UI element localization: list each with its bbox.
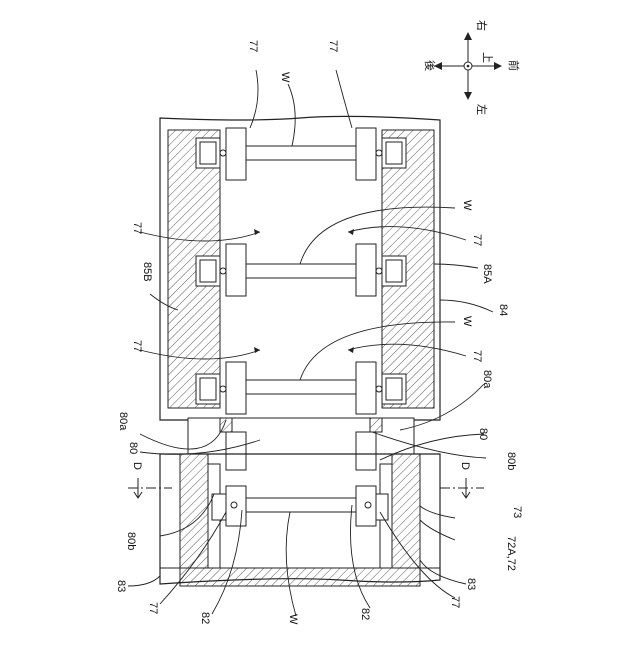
workpiece-assembly-1 — [196, 128, 406, 180]
label-80b: 80b — [505, 452, 517, 470]
compass-left-label: 左 — [475, 104, 488, 115]
label-W: W — [461, 200, 473, 211]
label-80a: 80a — [481, 370, 493, 389]
compass-right-label: 右 — [475, 20, 489, 31]
label-W: W — [279, 72, 291, 83]
label-85A: 85A — [481, 264, 493, 284]
label-83: 83 — [465, 578, 477, 590]
label-77: 77 — [471, 234, 483, 246]
label-83: 83 — [115, 580, 127, 592]
label-77: 77 — [471, 350, 483, 362]
label-77: 77 — [247, 40, 259, 52]
label-W: W — [287, 614, 299, 625]
label-82: 82 — [199, 612, 211, 624]
label-77: 77 — [131, 222, 143, 234]
label-80b: 80b — [125, 532, 137, 550]
compass-back-label: 後 — [423, 60, 437, 71]
leader-arrowheads — [254, 229, 354, 353]
workpiece-assembly-3 — [196, 362, 406, 414]
label-77: 77 — [449, 596, 461, 608]
label-82: 82 — [359, 608, 371, 620]
label-D: D — [131, 462, 143, 470]
label-85B: 85B — [141, 262, 153, 282]
compass-up-label: 上 — [481, 52, 494, 63]
label-77: 77 — [327, 40, 339, 52]
orientation-compass: 右 後 上 前 左 — [423, 20, 521, 115]
compass-front-label: 前 — [507, 60, 521, 71]
transfer-unit-80 — [188, 418, 414, 470]
label-W: W — [461, 316, 473, 327]
label-84: 84 — [497, 304, 509, 316]
label-77: 77 — [131, 340, 143, 352]
label-D: D — [459, 462, 471, 470]
workpiece-assembly-2 — [196, 244, 406, 296]
label-77: 77 — [147, 602, 159, 614]
label-80: 80 — [127, 442, 139, 454]
guide-72-left — [180, 454, 208, 568]
label-72A-72: 72A,72 — [505, 536, 517, 571]
label-73: 73 — [511, 506, 523, 518]
label-80a: 80a — [117, 412, 129, 431]
label-80: 80 — [477, 428, 489, 440]
